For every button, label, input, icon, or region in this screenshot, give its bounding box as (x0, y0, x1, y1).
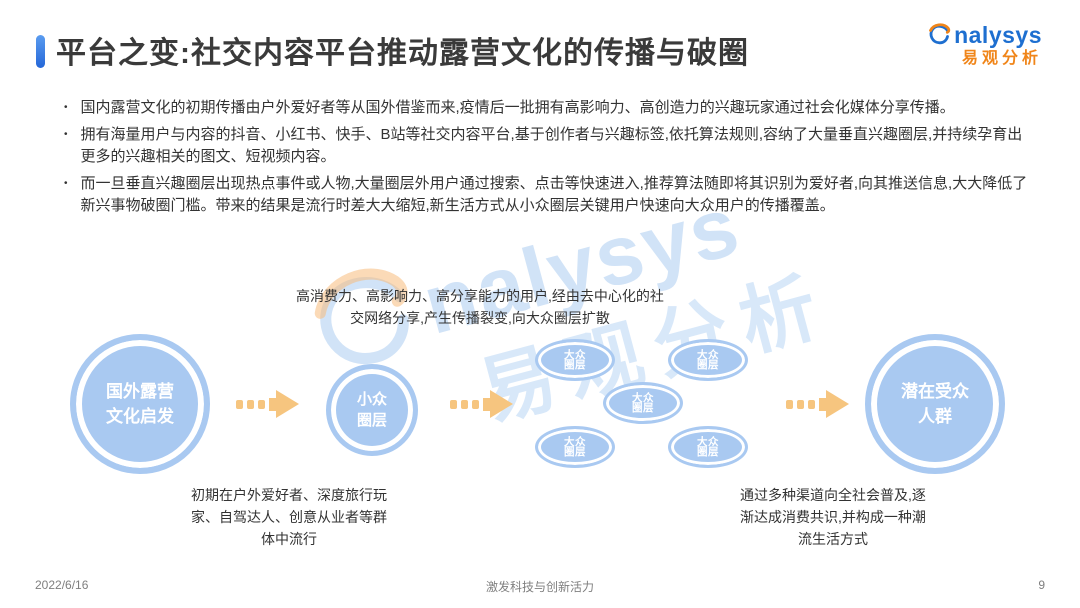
node-label-line: 圈层 (564, 359, 586, 371)
logo-brand-cn: 易观分析 (961, 50, 1042, 67)
bullet-item: • 拥有海量用户与内容的抖音、小红书、快手、B站等社交内容平台,基于创作者与兴趣… (64, 124, 1032, 168)
caption-early-adopters: 初期在户外爱好者、深度旅行玩家、自驾达人、创意从业者等群体中流行 (191, 487, 387, 547)
bullet-text: 国内露营文化的初期传播由户外爱好者等从国外借鉴而来,疫情后一批拥有高影响力、高创… (80, 99, 955, 116)
node-label-line: 圈层 (632, 402, 654, 414)
node-label-line: 大众 (697, 435, 719, 448)
node-label-line: 圈层 (356, 412, 387, 429)
node-mass-circle: 大众 圈层 (535, 339, 615, 381)
node-niche-circle: 小众 圈层 (326, 364, 418, 456)
bullet-text: 拥有海量用户与内容的抖音、小红书、快手、B站等社交内容平台,基于创作者与兴趣标签… (80, 126, 1023, 165)
bullet-dot-icon: • (64, 178, 68, 189)
node-label-line: 国外露营 (106, 382, 174, 401)
flow-arrow-icon (786, 390, 849, 418)
bullet-list: • 国内露营文化的初期传播由户外爱好者等从国外借鉴而来,疫情后一批拥有高影响力、… (64, 97, 1032, 222)
node-mass-circle: 大众 圈层 (535, 426, 615, 468)
node-mass-circle: 大众 圈层 (668, 426, 748, 468)
node-label-line: 大众 (697, 348, 719, 361)
bullet-item: • 而一旦垂直兴趣圈层出现热点事件或人物,大量圈层外用户通过搜索、点击等快速进入… (64, 173, 1032, 217)
footer: 2022/6/16 激发科技与创新活力 9 (0, 578, 1080, 596)
diagram-top-note: 高消费力、高影响力、高分享能力的用户,经由去中心化的社交网络分享,产生传播裂变,… (296, 288, 664, 326)
node-mass-circle: 大众 圈层 (668, 339, 748, 381)
logo-brand-en: nalysys (954, 21, 1042, 48)
title-accent-bar (36, 35, 45, 68)
node-label-line: 大众 (564, 435, 586, 448)
bullet-dot-icon: • (64, 102, 68, 113)
footer-page-number: 9 (1038, 578, 1045, 592)
node-potential-audience: 潜在受众 人群 (865, 334, 1005, 474)
node-label-line: 圈层 (564, 446, 586, 458)
node-label-line: 文化启发 (106, 407, 174, 426)
bullet-text: 而一旦垂直兴趣圈层出现热点事件或人物,大量圈层外用户通过搜索、点击等快速进入,推… (80, 175, 1028, 214)
page-title: 平台之变:社交内容平台推动露营文化的传播与破圈 (56, 37, 749, 70)
bullet-item: • 国内露营文化的初期传播由户外爱好者等从国外借鉴而来,疫情后一批拥有高影响力、… (64, 97, 1032, 119)
node-overseas-camping-culture: 国外露营 文化启发 (70, 334, 210, 474)
footer-motto: 激发科技与创新活力 (485, 580, 594, 594)
analysys-logo: nalysys 易观分析 (927, 22, 1042, 67)
node-label-line: 大众 (632, 391, 654, 404)
logo-brand-row: nalysys (927, 22, 1042, 48)
node-label-line: 小众 (356, 391, 387, 408)
caption-mass-adoption: 通过多种渠道向全社会普及,逐渐达成消费共识,并构成一种潮流生活方式 (740, 487, 926, 547)
node-label-line: 圈层 (697, 446, 719, 458)
node-label-line: 圈层 (697, 359, 719, 371)
analysys-swirl-icon (929, 23, 951, 45)
node-label-line: 潜在受众 (901, 382, 969, 401)
node-label-line: 人群 (918, 407, 952, 426)
footer-date: 2022/6/16 (35, 578, 89, 592)
flow-arrow-icon (236, 390, 299, 418)
node-mass-circle: 大众 圈层 (603, 382, 683, 424)
bullet-dot-icon: • (64, 129, 68, 140)
node-label-line: 大众 (564, 348, 586, 361)
flow-arrow-icon (450, 390, 513, 418)
